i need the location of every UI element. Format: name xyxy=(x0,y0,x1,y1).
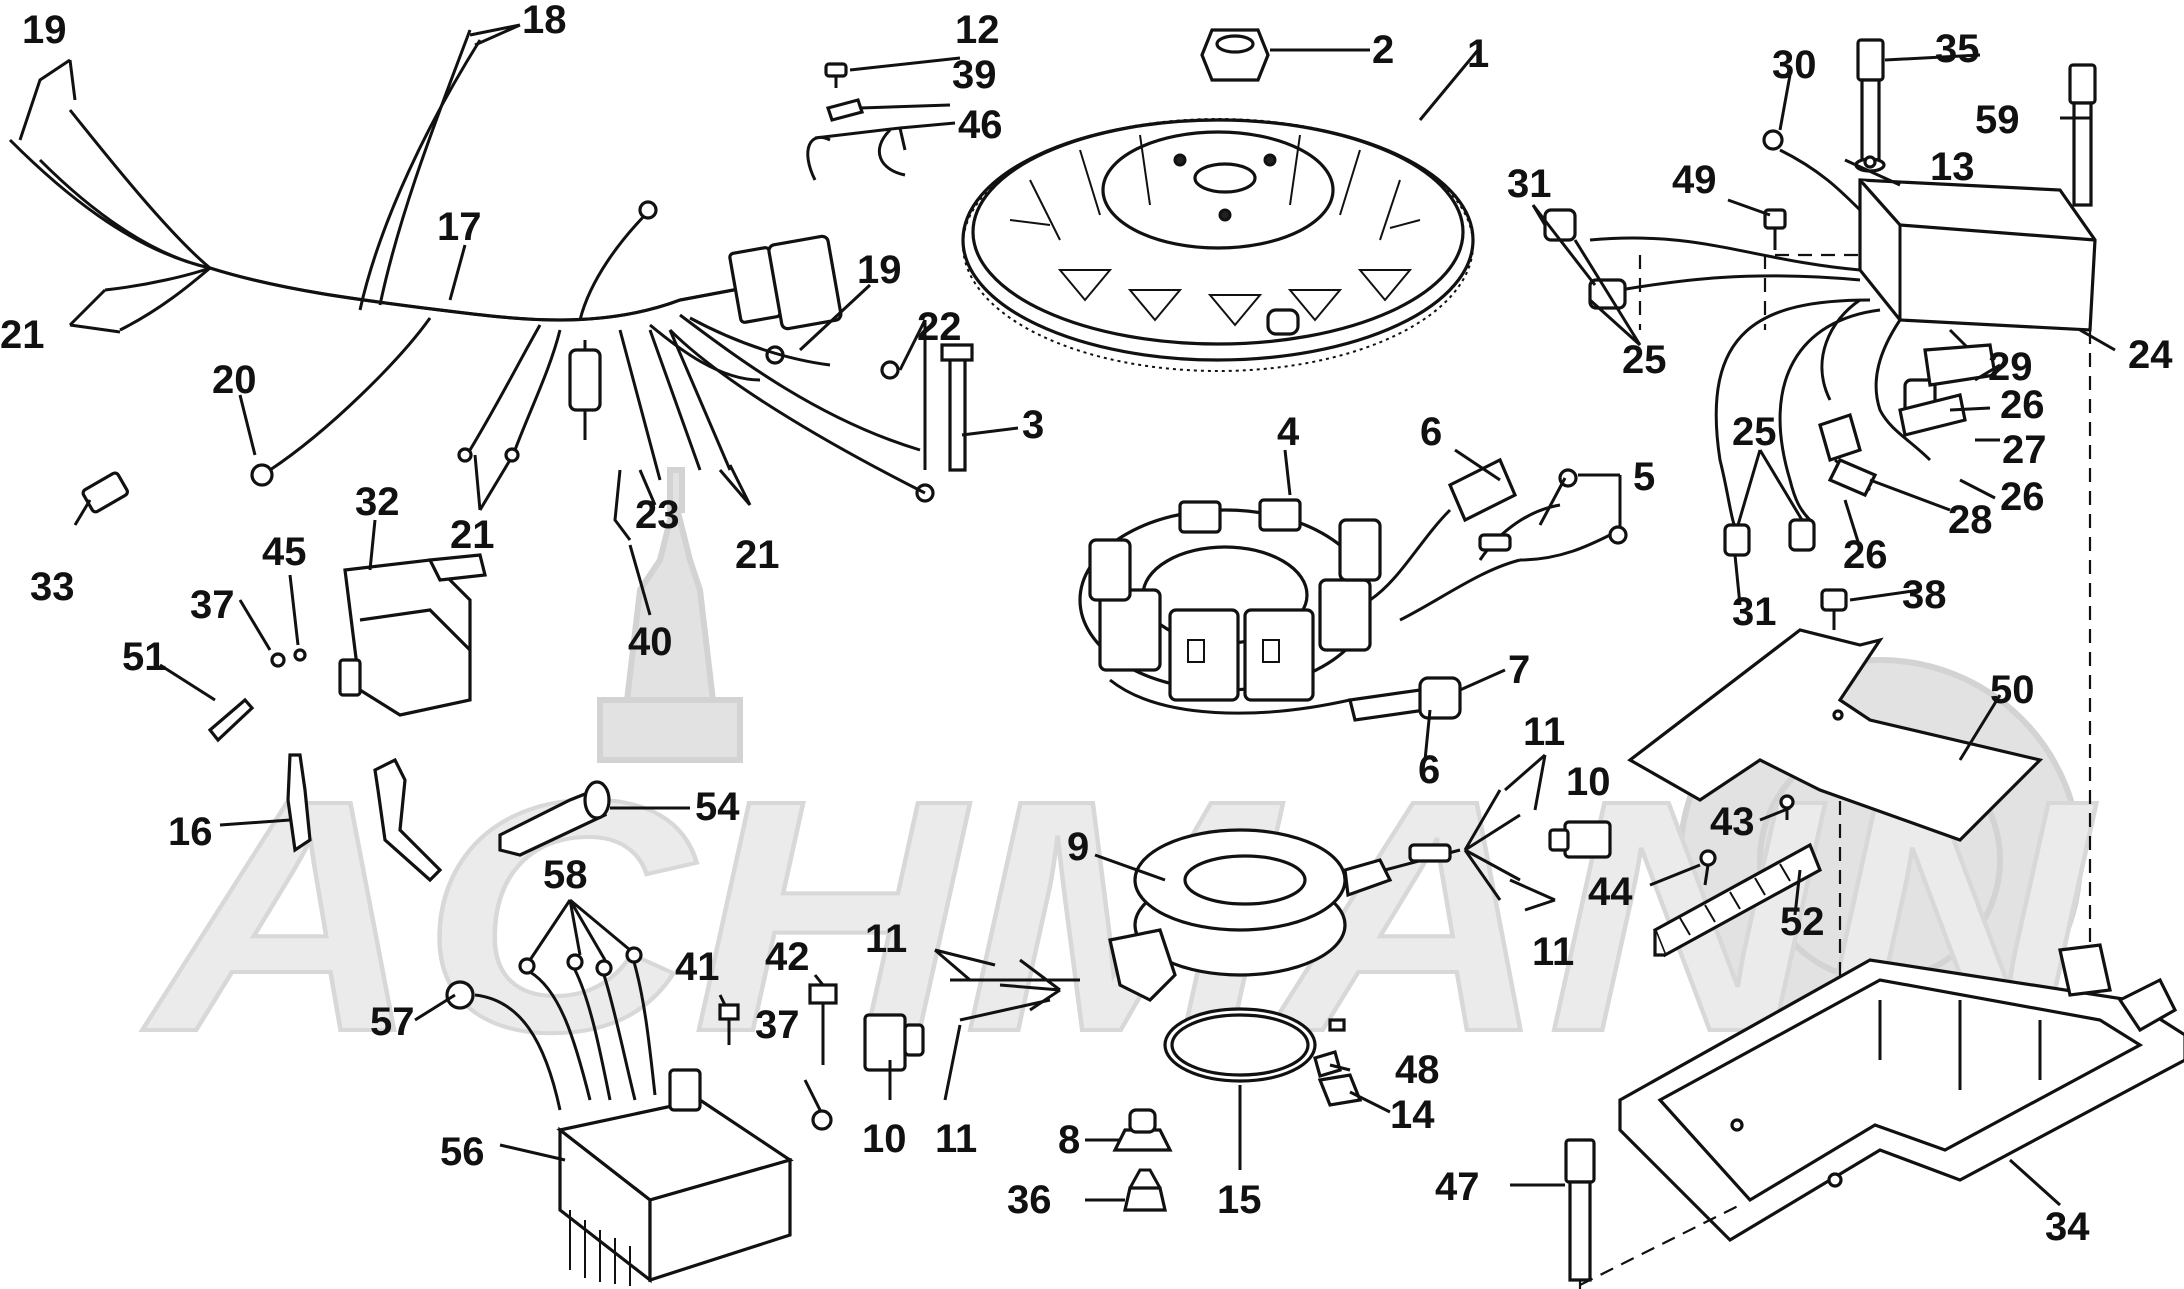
callout-26c: 26 xyxy=(1843,533,1888,577)
callout-17: 17 xyxy=(437,205,482,249)
leader-lines xyxy=(18,23,2116,1207)
stator xyxy=(940,343,1628,722)
flywheel-fins xyxy=(1009,134,1421,327)
callout-42: 42 xyxy=(765,935,810,979)
callout-37b: 37 xyxy=(755,1003,800,1047)
callout-51: 51 xyxy=(122,635,167,679)
callout-30: 30 xyxy=(1772,43,1817,87)
callout-20: 20 xyxy=(212,358,257,402)
callout-numbers: 1 2 3 4 5 6 6 7 8 9 10 10 11 11 11 11 12… xyxy=(0,0,2173,1249)
callout-21a: 21 xyxy=(0,313,45,357)
callout-14: 14 xyxy=(1390,1093,1435,1137)
callout-43: 43 xyxy=(1710,800,1755,844)
callout-23: 23 xyxy=(635,493,680,537)
callout-26a: 26 xyxy=(2000,383,2045,427)
callout-45: 45 xyxy=(262,530,307,574)
callout-37a: 37 xyxy=(190,583,235,627)
callout-2: 2 xyxy=(1372,28,1394,72)
callout-13: 13 xyxy=(1930,145,1975,189)
bracket-and-terminal-block xyxy=(1627,628,2044,958)
callout-8: 8 xyxy=(1058,1118,1080,1162)
callout-26b: 26 xyxy=(2000,475,2045,519)
callout-11d: 11 xyxy=(935,1117,977,1161)
callout-11a: 11 xyxy=(1523,710,1565,754)
callout-7: 7 xyxy=(1508,648,1530,692)
callout-9: 9 xyxy=(1067,825,1089,869)
power-pack xyxy=(445,946,838,1286)
flywheel xyxy=(961,28,1475,372)
clip-fasteners xyxy=(806,62,907,181)
callout-29: 29 xyxy=(1988,345,2033,389)
callout-10a: 10 xyxy=(1566,760,1611,804)
callout-6a: 6 xyxy=(1420,410,1442,454)
callout-16: 16 xyxy=(168,810,213,854)
callout-41: 41 xyxy=(675,945,720,989)
callout-31b: 31 xyxy=(1732,590,1777,634)
callout-33: 33 xyxy=(30,565,75,609)
callout-54: 54 xyxy=(695,785,740,829)
callout-59: 59 xyxy=(1975,98,2020,142)
callout-11c: 11 xyxy=(865,917,907,961)
callout-1: 1 xyxy=(1467,32,1489,76)
callout-58: 58 xyxy=(543,853,588,897)
callout-57: 57 xyxy=(370,1000,415,1044)
heat-sink-fins xyxy=(569,1210,631,1286)
callout-49: 49 xyxy=(1672,158,1717,202)
callout-22: 22 xyxy=(917,305,962,349)
callout-15: 15 xyxy=(1217,1178,1262,1222)
callout-34: 34 xyxy=(2045,1205,2090,1249)
ignition-coil xyxy=(81,471,611,883)
terminal-block-slots xyxy=(1679,863,1791,936)
callout-10b: 10 xyxy=(862,1117,907,1161)
callout-18: 18 xyxy=(522,0,567,42)
misc-small-parts xyxy=(863,820,1612,1212)
callout-40: 40 xyxy=(628,620,673,664)
wiring-harness xyxy=(8,29,935,541)
callout-11b: 11 xyxy=(1532,930,1574,974)
callout-19b: 19 xyxy=(857,248,902,292)
callout-38: 38 xyxy=(1902,573,1947,617)
callout-25b: 25 xyxy=(1732,410,1777,454)
callout-52: 52 xyxy=(1780,900,1825,944)
callout-3: 3 xyxy=(1022,403,1044,447)
callout-46: 46 xyxy=(958,103,1003,147)
callout-21c: 21 xyxy=(735,533,780,577)
callout-36: 36 xyxy=(1007,1178,1052,1222)
callout-50: 50 xyxy=(1990,668,2035,712)
callout-25a: 25 xyxy=(1622,338,1667,382)
callout-4: 4 xyxy=(1277,410,1300,454)
callout-12: 12 xyxy=(955,8,1000,52)
callout-39: 39 xyxy=(952,53,997,97)
callout-56: 56 xyxy=(440,1130,485,1174)
callout-35: 35 xyxy=(1935,27,1980,71)
callout-44: 44 xyxy=(1588,870,1633,914)
callout-32: 32 xyxy=(355,480,400,524)
callout-19a: 19 xyxy=(22,8,67,52)
callout-21b: 21 xyxy=(450,513,495,557)
base-cover xyxy=(1564,943,2184,1289)
callout-24: 24 xyxy=(2128,333,2173,377)
timer-base xyxy=(999,789,1521,1083)
callout-31a: 31 xyxy=(1507,162,1552,206)
callout-28: 28 xyxy=(1948,498,1993,542)
callout-47: 47 xyxy=(1435,1165,1480,1209)
callout-27: 27 xyxy=(2002,428,2047,472)
callout-48: 48 xyxy=(1395,1048,1440,1092)
module-and-leads xyxy=(1543,38,2097,1000)
callout-6b: 6 xyxy=(1418,748,1440,792)
callout-5: 5 xyxy=(1633,455,1655,499)
